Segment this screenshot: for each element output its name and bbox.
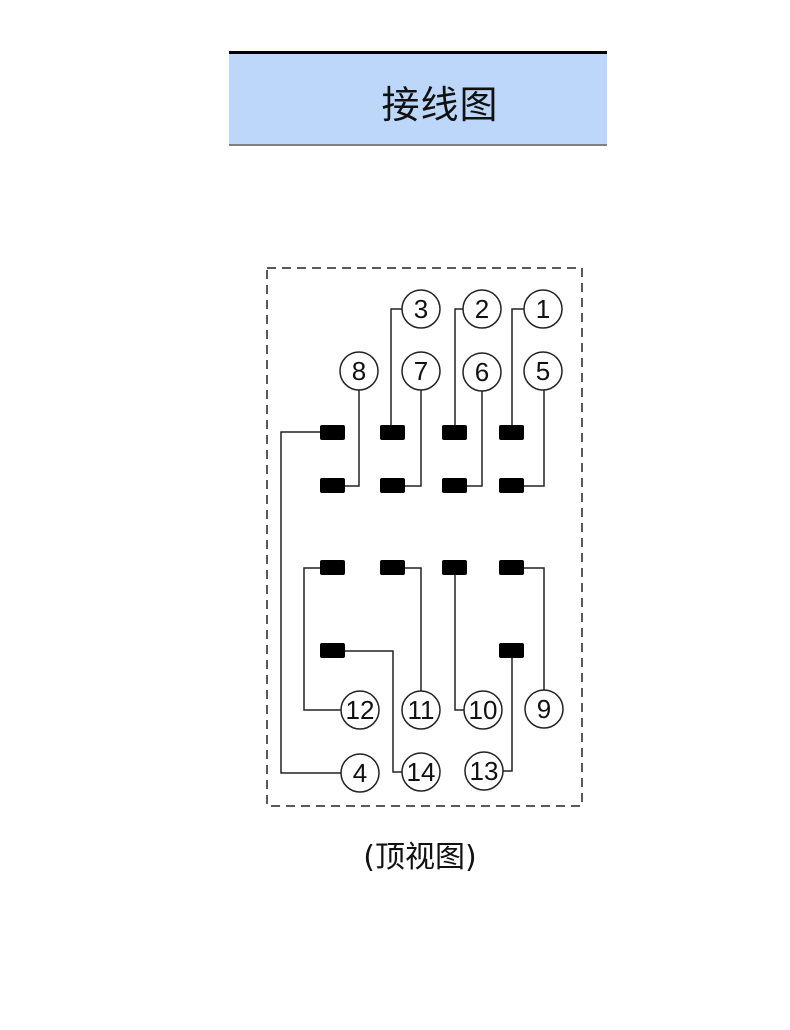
- wire-6: [466, 390, 483, 487]
- pin-label: 7: [414, 356, 428, 386]
- pin-label: 4: [353, 758, 367, 788]
- pad: [320, 478, 345, 493]
- pad: [499, 478, 524, 493]
- page-title: 接线图: [381, 83, 499, 127]
- pin-label: 5: [536, 356, 550, 386]
- pin-12: 12: [340, 690, 380, 730]
- wire-5: [523, 390, 545, 487]
- pin-9: 9: [524, 689, 564, 729]
- wire-10: [454, 568, 464, 711]
- pin-8: 8: [339, 351, 379, 391]
- pin-circles: 3 2 1 8 7 6 5 12 11 10 9 4 14 13: [339, 289, 564, 793]
- pads: [320, 425, 524, 658]
- pin-10: 10: [463, 690, 503, 730]
- pin-3: 3: [401, 289, 441, 329]
- pin-1: 1: [523, 289, 563, 329]
- wire-8: [345, 390, 360, 487]
- title-banner: 接线图: [229, 51, 607, 146]
- pin-label: 11: [408, 695, 435, 725]
- pad: [320, 643, 345, 658]
- wire-3: [390, 308, 402, 432]
- pin-label: 9: [537, 694, 551, 724]
- pin-label: 12: [346, 695, 375, 725]
- pin-label: 6: [475, 357, 489, 387]
- wire-12: [303, 567, 341, 711]
- pin-6: 6: [462, 352, 502, 392]
- pin-label: 10: [469, 695, 498, 725]
- pin-label: 2: [475, 294, 489, 324]
- pin-7: 7: [401, 351, 441, 391]
- wire-14: [345, 650, 402, 773]
- wire-7: [403, 390, 422, 487]
- pad: [442, 560, 467, 575]
- pad: [320, 560, 345, 575]
- pad: [380, 478, 405, 493]
- wire-2: [454, 308, 463, 432]
- pad: [380, 425, 405, 440]
- pin-label: 8: [352, 356, 366, 386]
- pin-11: 11: [401, 690, 441, 730]
- relay-outline: [266, 267, 583, 807]
- pin-5: 5: [523, 351, 563, 391]
- pad: [380, 560, 405, 575]
- wire-1: [511, 308, 524, 432]
- pin-label: 14: [407, 757, 436, 787]
- pin-2: 2: [462, 289, 502, 329]
- pad: [499, 643, 524, 658]
- pad: [499, 425, 524, 440]
- wire-11: [403, 567, 422, 691]
- pin-14: 14: [401, 752, 441, 792]
- pin-4: 4: [340, 753, 380, 793]
- wire-9: [523, 567, 545, 691]
- pin-label: 1: [536, 294, 550, 324]
- wire-4: [280, 431, 341, 774]
- pad: [499, 560, 524, 575]
- pin-13: 13: [464, 751, 504, 791]
- pad: [442, 425, 467, 440]
- pin-label: 13: [470, 756, 499, 786]
- pad: [442, 478, 467, 493]
- wires: [280, 308, 545, 774]
- wire-13: [503, 652, 513, 772]
- pad: [320, 425, 345, 440]
- view-caption: (顶视图): [363, 840, 477, 875]
- pin-label: 3: [414, 294, 428, 324]
